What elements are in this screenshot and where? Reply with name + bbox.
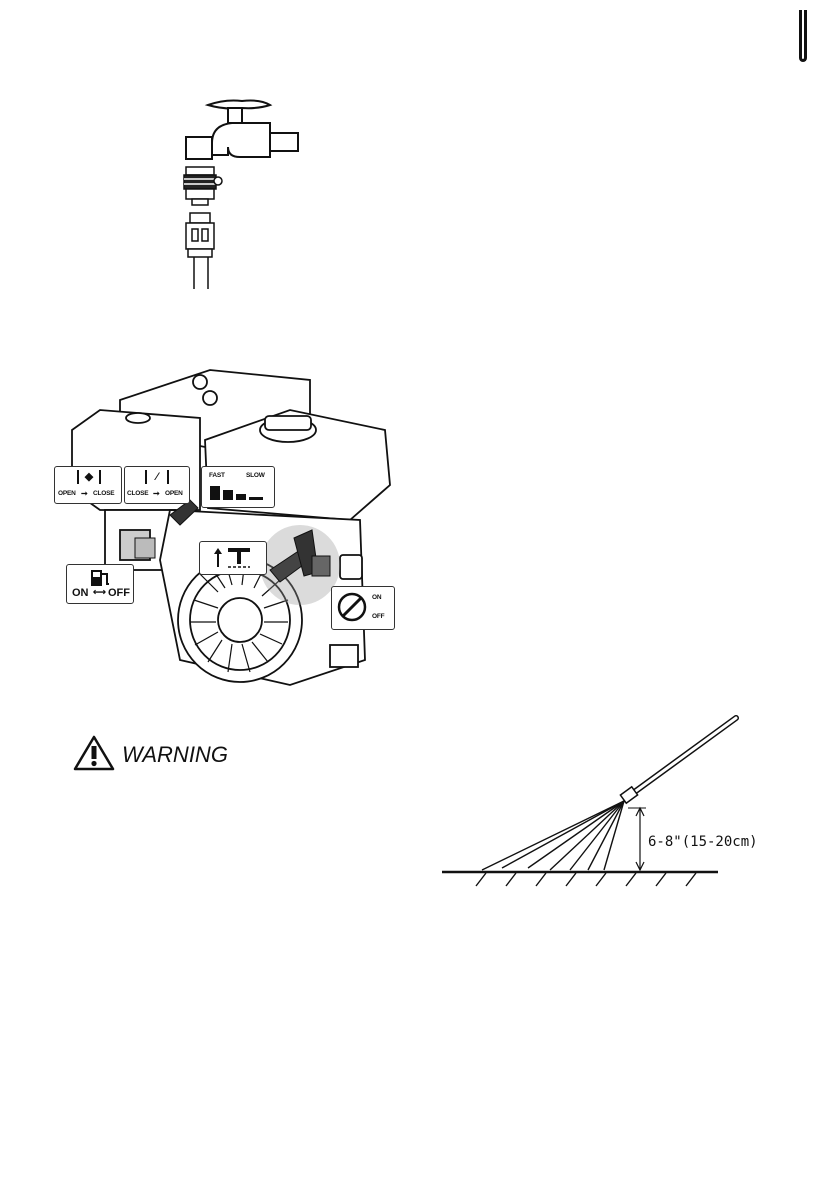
fuel-on-text: ON [72,587,89,599]
switch-off-text: OFF [372,613,384,620]
choke2-open-text: OPEN [165,490,183,497]
fuel-off-text: OFF [108,587,130,599]
warning-triangle-icon [72,734,116,772]
fuel-valve-label: ON ⟷ OFF [66,564,134,604]
choke-valve-symbol-icon: ⁄ [145,470,169,484]
spray-distance-text: 6-8"(15-20cm) [648,834,758,850]
engine-illustration [60,360,420,690]
faucet-hose-connector-illustration [170,95,310,295]
switch-dial-icon [337,592,367,622]
choke2-close-text: CLOSE [127,490,148,497]
fuel-pump-icon [89,568,111,588]
arrow-right-icon: ➞ [81,489,88,498]
arrow-right-icon: ➞ [153,489,160,498]
choke-symbol-icon: ◆ [77,470,101,484]
choke-open-text: OPEN [58,490,76,497]
double-arrow-icon: ⟷ [93,587,106,598]
pull-start-icon [210,545,256,571]
page-corner-mark [799,10,807,62]
warning-heading: WARNING [122,742,228,768]
throttle-slow-text: SLOW [246,472,265,479]
throttle-label: FAST SLOW [201,466,275,508]
choke-label-open-close: ◆ OPEN ➞ CLOSE [54,466,122,504]
choke-label-close-open: ⁄ CLOSE ➞ OPEN [124,466,190,504]
choke-close-text: CLOSE [93,490,114,497]
throttle-speed-bars-icon [208,484,268,502]
engine-switch-label: ON OFF [331,586,395,630]
recoil-start-label [199,541,267,575]
spray-distance-diagram [440,710,740,890]
throttle-fast-text: FAST [209,472,225,479]
switch-on-text: ON [372,594,381,601]
